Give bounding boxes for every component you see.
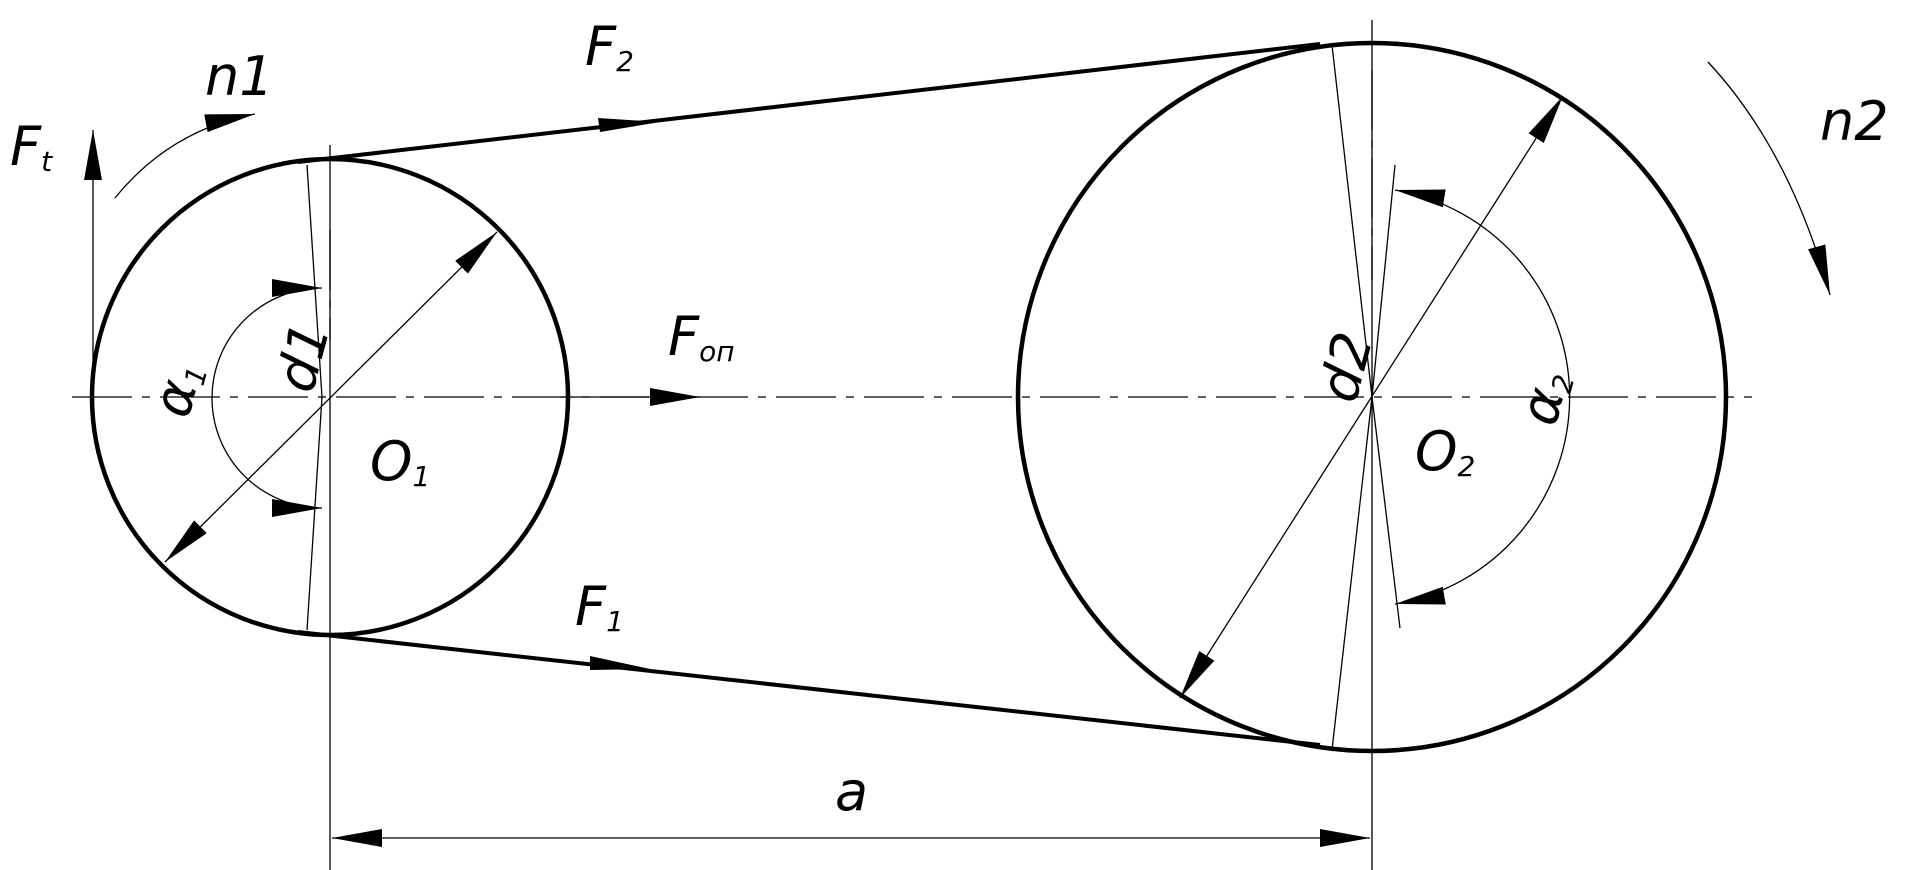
label-a: a [835,760,868,823]
label-o1: O1 [370,430,430,493]
alpha2-arc [1394,189,1571,605]
n1-rotation-arrow [114,113,256,199]
label-f2: F2 [585,15,634,78]
f2-arrowhead [598,118,660,132]
label-fop: Fоп [668,305,735,368]
label-o2: O2 [1415,420,1475,483]
label-n1: n1 [205,45,274,108]
label-n2: n2 [1820,90,1889,153]
d1-dimension-arrow [164,231,498,563]
n2-rotation-arrow [1707,61,1831,296]
label-ft: Ft [10,115,53,178]
alpha1-arc [211,279,323,517]
large-pulley-wrap-line-bottom-b [1371,396,1401,629]
label-alpha2: α2 [1507,363,1582,431]
label-alpha1: α1 [140,355,215,423]
f1-arrowhead [590,656,650,670]
d2-dimension-arrow [1179,95,1564,699]
label-d2: d2 [1307,326,1386,409]
label-f1: F1 [575,575,624,638]
belt-lower-branch [297,630,1321,747]
belt-upper-branch [297,42,1321,164]
small-pulley-wrap-line-bottom [306,396,323,631]
